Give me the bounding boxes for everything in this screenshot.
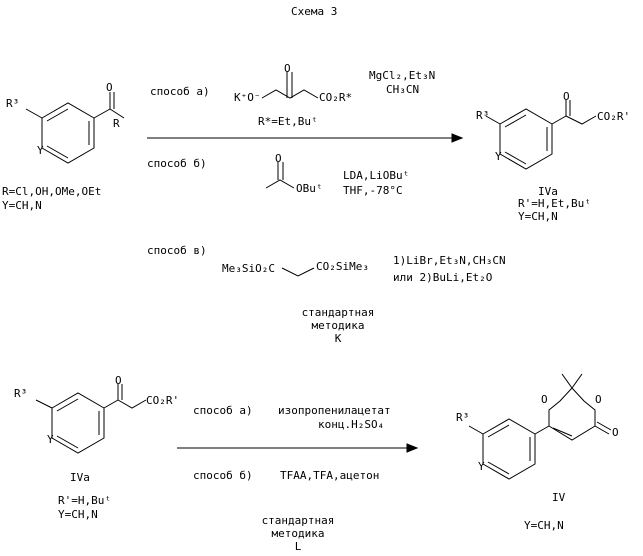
lower-standard-1: стандартная bbox=[248, 515, 348, 527]
upper-product-carbonyl-o: O bbox=[563, 91, 570, 103]
dioxinone-carbonyl-o: O bbox=[612, 427, 619, 439]
upper-product-y-def: Y=CH,N bbox=[518, 211, 558, 223]
method-b-reagent: OBuᵗ bbox=[296, 183, 323, 195]
method-a-reagent-bonds bbox=[262, 72, 318, 98]
lower-product-name: IV bbox=[552, 492, 565, 504]
method-c-left-ester: Me₃SiO₂C bbox=[222, 263, 275, 275]
lower-start-y: Y bbox=[47, 434, 54, 446]
method-b-cond1: LDA,LiOBuᵗ bbox=[343, 170, 409, 182]
upper-start-carbonyl-o: O bbox=[106, 82, 113, 94]
dioxinone-o-left: O bbox=[541, 394, 548, 406]
method-a-reagent-kO: K⁺O⁻ bbox=[234, 92, 261, 104]
lower-start-ester: CO₂R' bbox=[146, 395, 179, 407]
upper-standard-3: К bbox=[288, 333, 388, 345]
upper-method-c-label: способ в) bbox=[147, 245, 207, 257]
upper-product-ring bbox=[486, 100, 596, 169]
method-c-right-ester: CO₂SiMe₃ bbox=[316, 261, 369, 273]
lower-start-name: IVa bbox=[70, 472, 90, 484]
method-c-reagent-bonds bbox=[282, 268, 314, 276]
lower-arrow bbox=[177, 444, 417, 452]
method-a-cond2: CH₃CN bbox=[386, 84, 419, 96]
upper-start-y: Y bbox=[37, 145, 44, 157]
upper-product-r-def: R'=H,Et,Buᵗ bbox=[518, 198, 591, 210]
lower-method-b-reagent: TFAA,TFA,ацетон bbox=[280, 470, 379, 482]
upper-start-r3: R³ bbox=[6, 98, 19, 110]
upper-product-r3: R³ bbox=[476, 110, 489, 122]
method-c-cond1: 1)LiBr,Et₃N,CH₃CN bbox=[393, 255, 506, 267]
upper-method-a-label: способ а) bbox=[150, 86, 210, 98]
lower-product-r3: R³ bbox=[456, 412, 469, 424]
scheme-title: Схема 3 bbox=[291, 6, 337, 18]
lower-start-r3: R³ bbox=[14, 388, 27, 400]
method-b-reagent-bonds bbox=[266, 162, 294, 188]
lower-standard-2: методика bbox=[248, 528, 348, 540]
lower-method-a-label: способ а) bbox=[193, 405, 253, 417]
dioxinone-o-right: O bbox=[595, 394, 602, 406]
upper-product-ester: CO₂R' bbox=[597, 111, 630, 123]
upper-standard-1: стандартная bbox=[288, 307, 388, 319]
upper-start-r-def: R=Cl,OH,OMe,OEt bbox=[2, 186, 101, 198]
upper-start-y-def: Y=CH,N bbox=[2, 200, 42, 212]
lower-product-y-def: Y=CH,N bbox=[524, 520, 564, 532]
upper-standard-2: методика bbox=[288, 320, 388, 332]
upper-start-r: R bbox=[113, 118, 120, 130]
dioxinone-ring bbox=[549, 374, 611, 440]
method-a-r-def: R*=Et,Buᵗ bbox=[258, 116, 318, 128]
lower-start-y-def: Y=CH,N bbox=[58, 509, 98, 521]
lower-start-r-def: R'=H,Buᵗ bbox=[58, 495, 111, 507]
lower-product-y: Y bbox=[478, 461, 485, 473]
lower-start-carbonyl-o: O bbox=[115, 375, 122, 387]
upper-arrow bbox=[147, 134, 462, 142]
lower-method-a-reagent: изопропенилацетат bbox=[278, 405, 391, 417]
upper-method-b-label: способ б) bbox=[147, 158, 207, 170]
upper-product-y: Y bbox=[495, 151, 502, 163]
method-c-cond2: или 2)BuLi,Et₂O bbox=[393, 272, 492, 284]
lower-method-b-label: способ б) bbox=[193, 470, 253, 482]
method-b-reagent-o: O bbox=[275, 153, 282, 165]
lower-standard-3: L bbox=[248, 541, 348, 553]
method-b-cond2: THF,-78°C bbox=[343, 185, 403, 197]
lower-method-a-cond: конц.H₂SO₄ bbox=[318, 419, 384, 431]
method-a-reagent-o: O bbox=[284, 63, 291, 75]
method-a-cond1: MgCl₂,Et₃N bbox=[369, 70, 435, 82]
method-a-reagent-ester: CO₂R* bbox=[319, 92, 352, 104]
